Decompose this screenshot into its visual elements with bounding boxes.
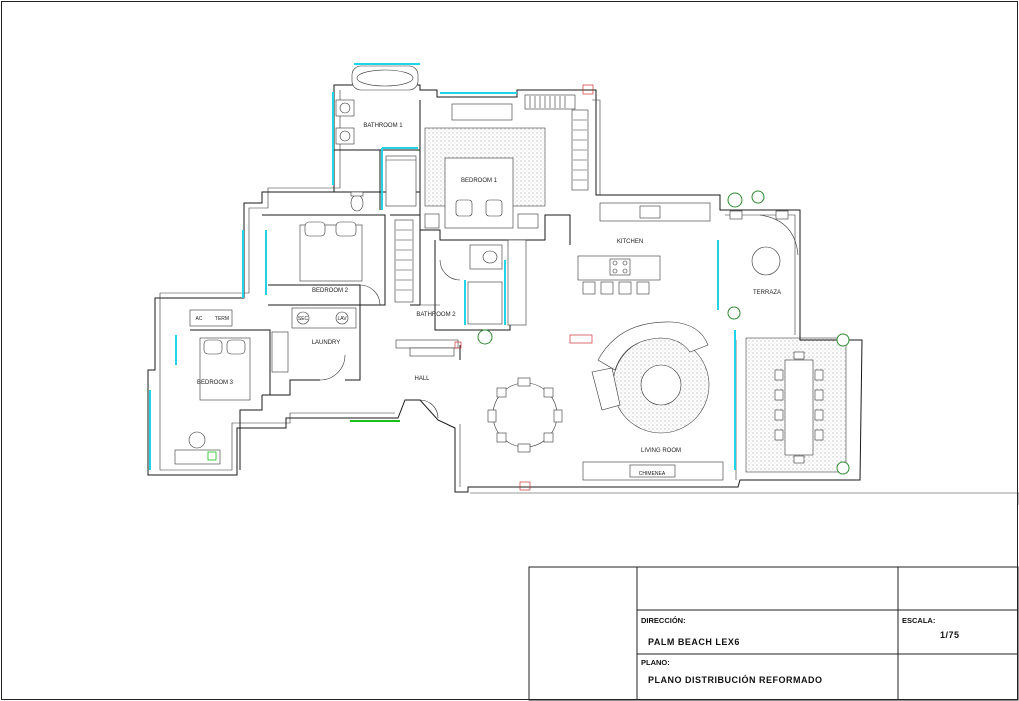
bathroom-1-area: BATHROOM 1 — [335, 65, 419, 212]
tag-term: TERM — [215, 316, 229, 322]
outer-wall — [147, 84, 863, 493]
plano-value: PLANO DISTRIBUCIÓN REFORMADO — [648, 674, 823, 685]
room-label-bedroom-1: BEDROOM 1 — [461, 178, 498, 184]
room-label-bedroom-2: BEDROOM 2 — [312, 288, 349, 294]
glazing — [149, 63, 736, 470]
direccion-value: PALM BEACH LEX6 — [648, 637, 740, 647]
room-label-laundry: LAUNDRY — [312, 340, 341, 346]
terraza-area: TERRAZA — [727, 190, 850, 475]
room-label-bathroom-1: BATHROOM 1 — [363, 123, 403, 129]
tag-chimenea: CHIMENEA — [639, 471, 666, 477]
escala-value: 1/75 — [940, 630, 960, 640]
tag-ac: AC — [196, 316, 203, 322]
room-label-kitchen: KITCHEN — [617, 239, 643, 245]
floor-plan: BATHROOM 1 BEDROOM 1 BE — [147, 63, 1019, 505]
room-label-living-room: LIVING ROOM — [641, 448, 681, 454]
room-label-bathroom-2: BATHROOM 2 — [416, 312, 456, 318]
escala-label: ESCALA: — [902, 616, 935, 625]
bedroom-2-area: BEDROOM 2 — [299, 219, 414, 306]
direccion-label: DIRECCIÓN: — [641, 616, 686, 625]
hall-area: HALL — [395, 329, 493, 419]
bedroom-3-area: AC TERM BEDROOM 3 — [174, 309, 251, 465]
plano-label: PLANO: — [641, 658, 670, 667]
bedroom-1-area: BEDROOM 1 — [424, 84, 594, 229]
room-label-bedroom-3: BEDROOM 3 — [197, 380, 234, 386]
room-label-terraza: TERRAZA — [753, 290, 781, 296]
bathroom-2-area: BATHROOM 2 — [416, 239, 527, 326]
laundry-area: SEC LAV LAUNDRY — [271, 307, 357, 381]
tag-lav: LAV — [337, 316, 347, 322]
tag-sec: SEC — [298, 316, 309, 322]
title-block: DIRECCIÓN: PALM BEACH LEX6 ESCALA: 1/75 … — [528, 566, 1019, 701]
room-label-hall: HALL — [414, 376, 430, 382]
living-room-area: CHIMENEA LIVING ROOM — [487, 321, 724, 491]
kitchen-area: KITCHEN — [569, 202, 711, 344]
